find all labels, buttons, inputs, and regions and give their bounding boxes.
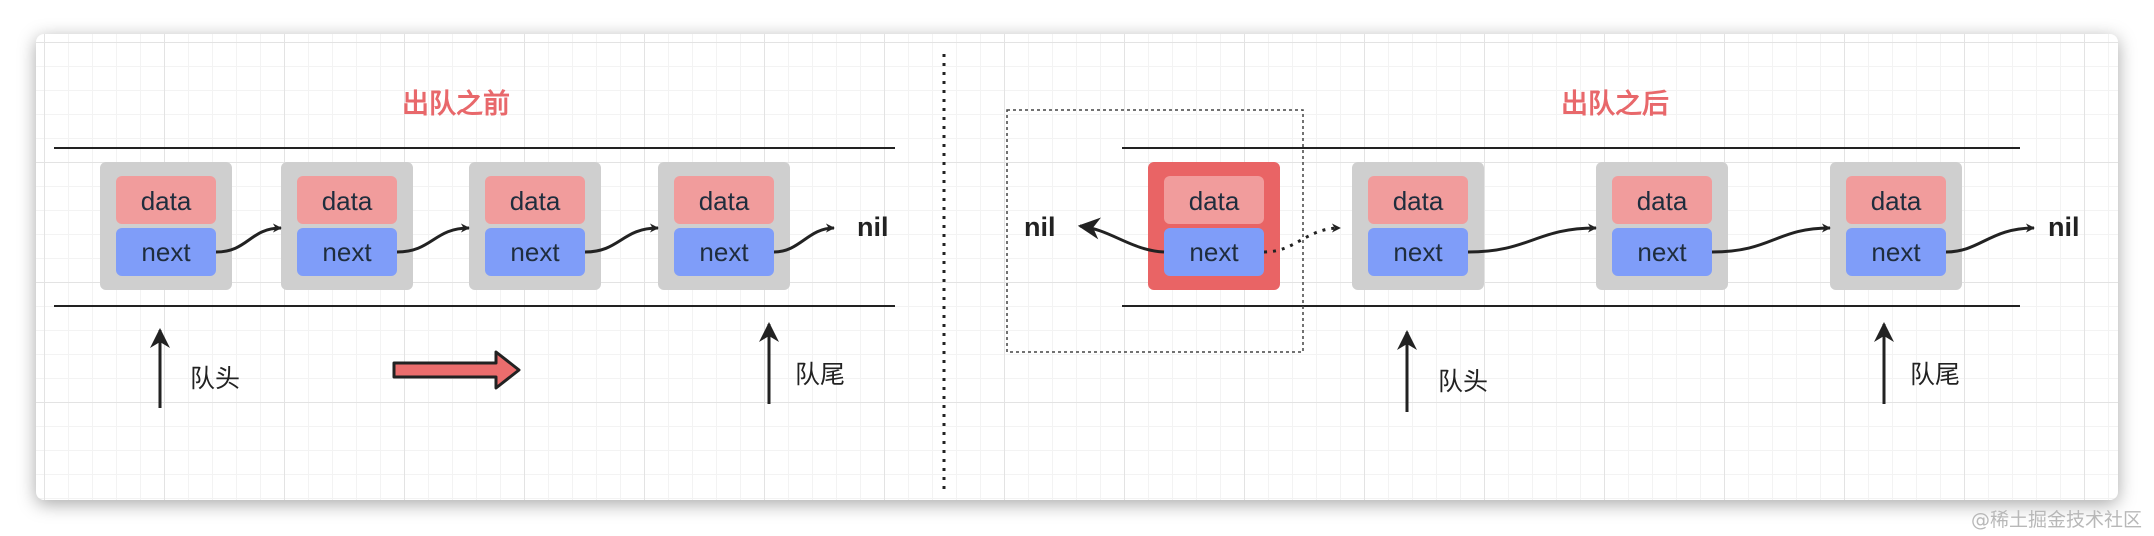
after-node-1: data next: [1352, 162, 1484, 290]
after-section: 出队之后 data next nil data next d: [1006, 88, 2080, 412]
next-pointer-arrow: [215, 223, 282, 254]
removed-node: data next: [1148, 162, 1280, 290]
before-node-3: data next: [469, 162, 601, 290]
after-tail-label: 队尾: [1910, 360, 1960, 389]
data-label: data: [1871, 186, 1922, 216]
next-label: next: [1393, 237, 1443, 267]
next-label: next: [1637, 237, 1687, 267]
next-pointer-arrow: [584, 223, 659, 254]
next-cell: [1612, 228, 1712, 276]
next-pointer-arrow: [1467, 223, 1597, 254]
data-label: data: [510, 186, 561, 216]
data-label: data: [1393, 186, 1444, 216]
next-label: next: [510, 237, 560, 267]
next-pointer-arrow: [396, 223, 470, 254]
next-label: next: [1189, 237, 1239, 267]
data-label: data: [699, 186, 750, 216]
before-node-2: data next: [281, 162, 413, 290]
next-cell: [1368, 228, 1468, 276]
direction-arrow: [392, 350, 521, 390]
watermark: @稀土掘金技术社区: [1971, 509, 2142, 531]
next-cell: [485, 228, 585, 276]
next-cell: [116, 228, 216, 276]
after-head-label: 队头: [1438, 367, 1488, 396]
removed-next-to-nil-arrow: [1077, 217, 1165, 254]
data-cell: [1612, 176, 1712, 224]
next-label: next: [322, 237, 372, 267]
data-cell: [1368, 176, 1468, 224]
after-title: 出队之后: [1561, 88, 1669, 120]
data-cell: [297, 176, 397, 224]
next-pointer-arrow: [773, 223, 835, 254]
removed-region-box: [1006, 109, 1304, 353]
next-pointer-arrow: [1945, 223, 2035, 254]
data-label: data: [1189, 186, 1240, 216]
before-node-4: data next: [658, 162, 790, 290]
removed-nil-label: nil: [1024, 212, 1056, 242]
next-cell: [1164, 228, 1264, 276]
data-cell: [1164, 176, 1264, 224]
next-cell: [674, 228, 774, 276]
before-tail-label: 队尾: [795, 360, 845, 389]
next-label: next: [1871, 237, 1921, 267]
data-label: data: [322, 186, 373, 216]
data-cell: [674, 176, 774, 224]
before-node-1: data next: [100, 162, 232, 290]
data-cell: [1846, 176, 1946, 224]
data-cell: [116, 176, 216, 224]
before-section: 出队之前 data next data next data next: [54, 88, 895, 408]
after-node-3: data next: [1830, 162, 1962, 290]
after-nil-label: nil: [2048, 212, 2080, 242]
before-nil-label: nil: [857, 212, 889, 242]
data-label: data: [1637, 186, 1688, 216]
next-cell: [297, 228, 397, 276]
next-label: next: [699, 237, 749, 267]
after-node-2: data next: [1596, 162, 1728, 290]
diagram-canvas: [36, 34, 2118, 500]
data-label: data: [141, 186, 192, 216]
next-pointer-arrow: [1711, 223, 1831, 254]
before-title: 出队之前: [402, 88, 510, 120]
next-label: next: [141, 237, 191, 267]
next-cell: [1846, 228, 1946, 276]
data-cell: [485, 176, 585, 224]
before-head-label: 队头: [190, 364, 240, 393]
